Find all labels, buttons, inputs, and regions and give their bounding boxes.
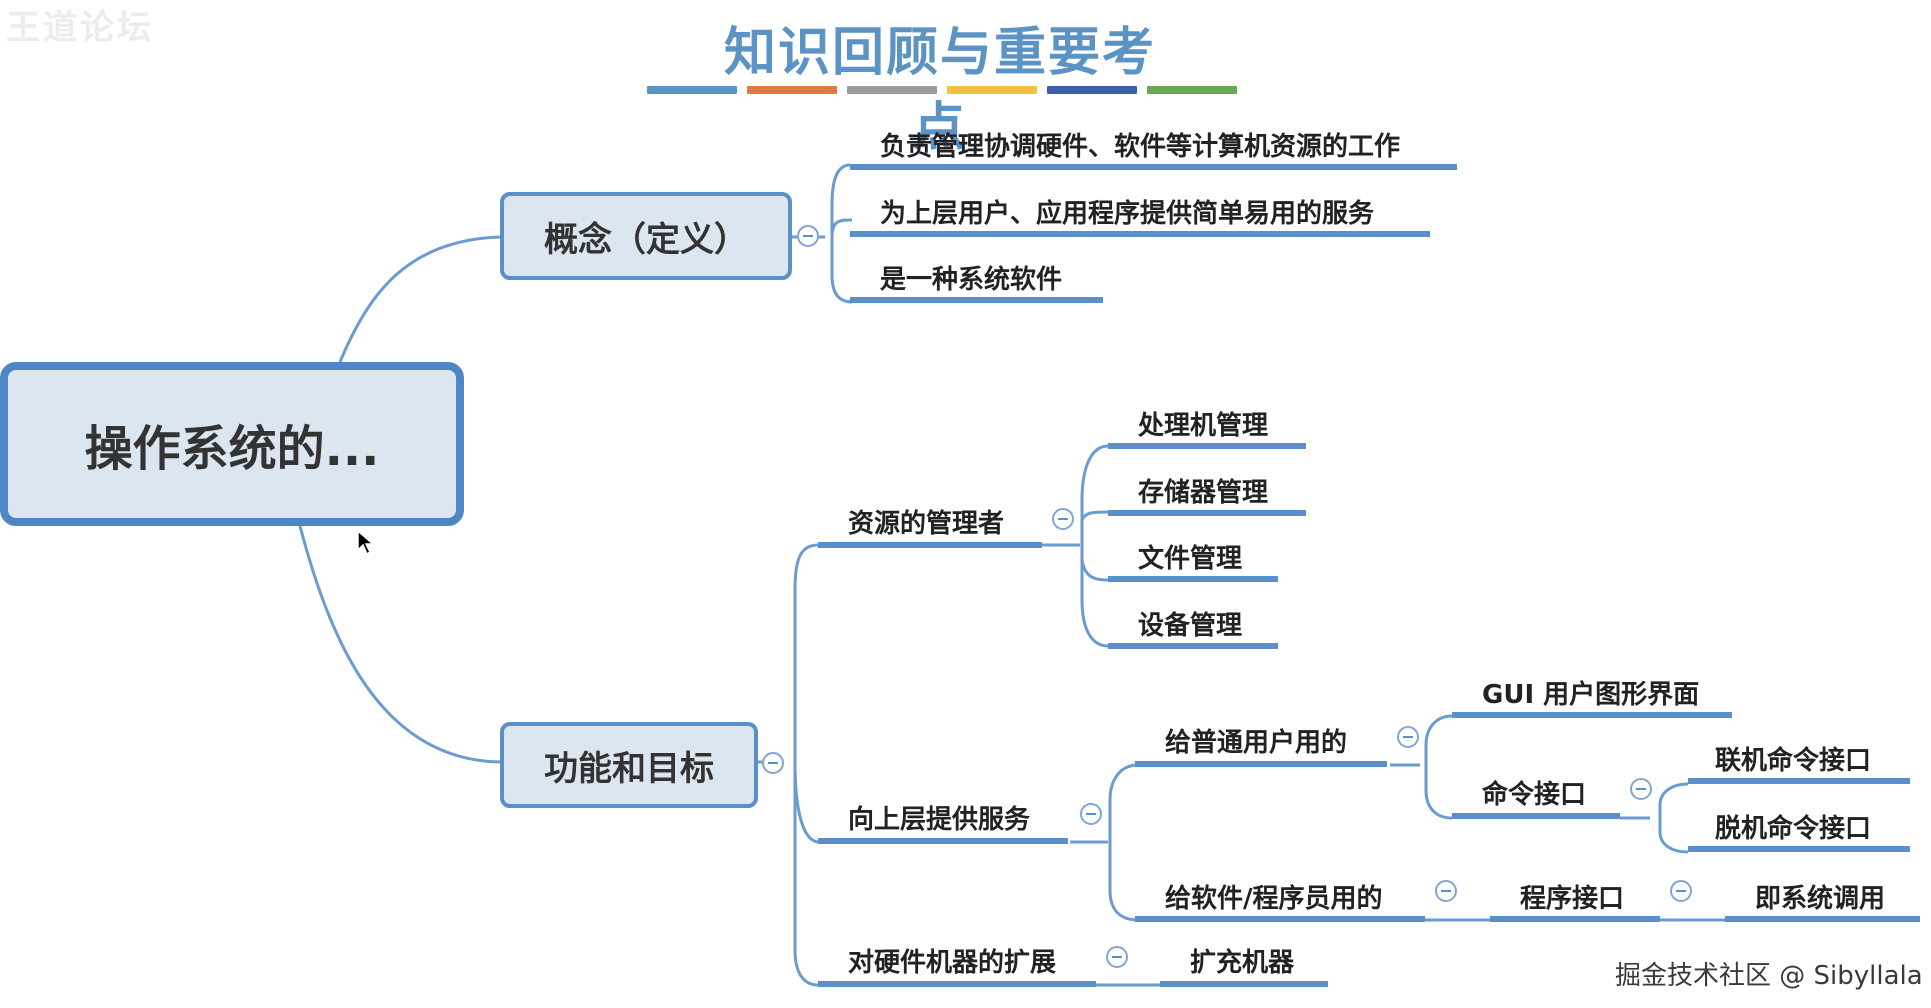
collapse-program-interface-icon[interactable] <box>1670 880 1692 902</box>
mindmap-root-node[interactable]: 操作系统的... <box>0 362 464 526</box>
extended-machine-underline <box>1160 981 1328 987</box>
gui-underline <box>1452 712 1732 718</box>
resource-manager-underline <box>818 542 1042 548</box>
concept-item-3: 是一种系统软件 <box>880 265 1063 295</box>
collapse-command-icon[interactable] <box>1630 778 1652 800</box>
title-bar-gray <box>847 86 937 94</box>
collapse-concept-icon[interactable] <box>797 225 819 247</box>
link-root-functions <box>298 525 501 764</box>
link-functions-trunk <box>793 543 819 987</box>
gui-label: GUI 用户图形界面 <box>1482 680 1700 710</box>
watermark-logo: 王道论坛 <box>6 8 154 48</box>
resource-item-memory: 存储器管理 <box>1138 478 1269 508</box>
online-command-underline <box>1688 778 1910 784</box>
offline-command-underline <box>1688 846 1910 852</box>
resource-item-file: 文件管理 <box>1138 544 1243 574</box>
program-interface-underline <box>1490 916 1660 922</box>
resource-item-cpu-underline <box>1108 443 1306 449</box>
title-bar-green <box>1147 86 1237 94</box>
extended-machine-label: 扩充机器 <box>1190 948 1295 978</box>
link-concept-fan <box>830 163 853 304</box>
collapse-resource-icon[interactable] <box>1052 508 1074 530</box>
for-users-underline <box>1135 761 1387 767</box>
resource-manager-label[interactable]: 资源的管理者 <box>848 509 1005 539</box>
services-label[interactable]: 向上层提供服务 <box>848 805 1031 835</box>
online-command-label: 联机命令接口 <box>1715 746 1872 776</box>
system-call-label: 即系统调用 <box>1755 884 1886 914</box>
system-call-underline <box>1725 916 1920 922</box>
link-users-fan <box>1424 714 1453 820</box>
title-bar-yellow <box>947 86 1037 94</box>
services-underline <box>818 838 1068 844</box>
concept-item-1: 负责管理协调硬件、软件等计算机资源的工作 <box>880 132 1401 162</box>
link-command-fan <box>1658 782 1689 854</box>
link-resource-fan <box>1080 444 1109 648</box>
for-users-label[interactable]: 给普通用户用的 <box>1165 728 1348 758</box>
link-root-concept <box>338 235 501 363</box>
mouse-cursor-icon <box>357 530 375 556</box>
concept-item-2: 为上层用户、应用程序提供简单易用的服务 <box>880 199 1375 229</box>
command-interface-label[interactable]: 命令接口 <box>1482 780 1587 810</box>
resource-item-device: 设备管理 <box>1138 611 1243 641</box>
resource-item-cpu: 处理机管理 <box>1138 411 1269 441</box>
node-concept[interactable]: 概念（定义） <box>500 192 792 280</box>
collapse-services-icon[interactable] <box>1080 803 1102 825</box>
for-programmers-underline <box>1135 916 1425 922</box>
offline-command-label: 脱机命令接口 <box>1715 814 1872 844</box>
collapse-for-programmers-icon[interactable] <box>1435 880 1457 902</box>
resource-item-file-underline <box>1108 576 1278 582</box>
command-interface-underline <box>1452 813 1620 819</box>
for-programmers-label[interactable]: 给软件/程序员用的 <box>1165 884 1383 914</box>
collapse-hardware-icon[interactable] <box>1106 946 1128 968</box>
hardware-extension-underline <box>818 981 1096 987</box>
collapse-for-users-icon[interactable] <box>1397 726 1419 748</box>
program-interface-label[interactable]: 程序接口 <box>1520 884 1625 914</box>
title-bar-orange <box>747 86 837 94</box>
node-functions[interactable]: 功能和目标 <box>500 722 758 808</box>
slide-title: 知识回顾与重要考点 <box>723 23 1156 158</box>
title-bar-blue <box>647 86 737 94</box>
link-services-fan <box>1108 763 1139 922</box>
title-bar-navy <box>1047 86 1137 94</box>
hardware-extension-label[interactable]: 对硬件机器的扩展 <box>848 948 1057 978</box>
concept-item-3-underline <box>850 297 1103 303</box>
resource-item-device-underline <box>1108 643 1278 649</box>
concept-item-1-underline <box>850 164 1457 170</box>
credit-watermark: 掘金技术社区 @ Sibyllala <box>1615 961 1923 991</box>
resource-item-memory-underline <box>1108 510 1306 516</box>
concept-item-2-underline <box>850 231 1430 237</box>
collapse-functions-icon[interactable] <box>762 752 784 774</box>
